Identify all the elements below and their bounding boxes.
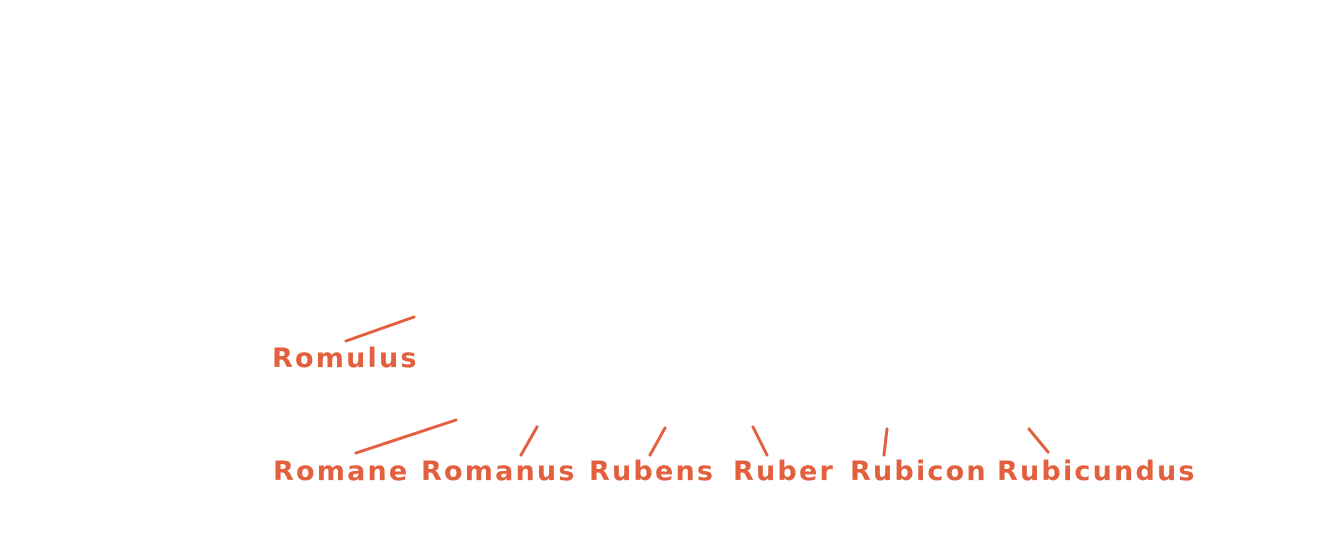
connector-romanus: [519, 425, 539, 457]
connector-rubens: [648, 426, 667, 457]
connector-rubicon: [882, 427, 889, 457]
word-romulus: Romulus: [272, 343, 419, 374]
connector-romulus: [344, 315, 416, 343]
connector-rubicundus: [1027, 427, 1050, 454]
connector-ruber: [751, 425, 769, 457]
word-rubicon: Rubicon: [850, 456, 988, 487]
word-romane: Romane: [273, 456, 410, 487]
word-rubicundus: Rubicundus: [997, 456, 1197, 487]
word-rubens: Rubens: [589, 456, 716, 487]
word-ruber: Ruber: [733, 456, 835, 487]
connector-romane: [354, 418, 458, 455]
word-romanus: Romanus: [421, 456, 577, 487]
